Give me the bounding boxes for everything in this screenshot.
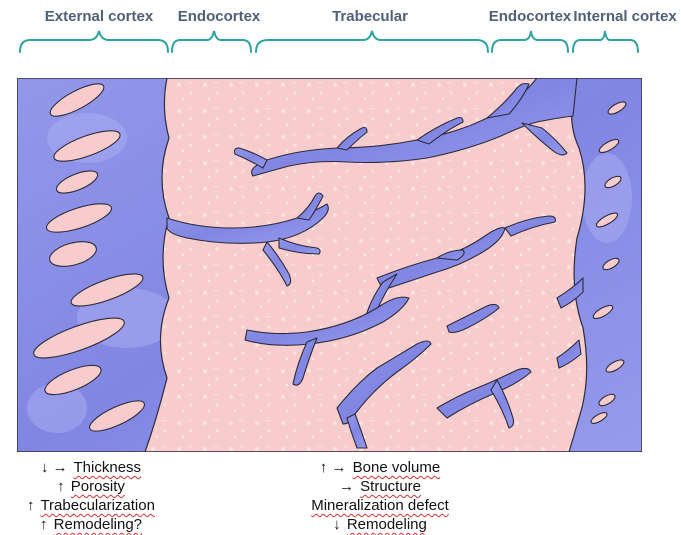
bracket-trabecular — [256, 31, 488, 52]
change-row: ↑ → Bone volume — [290, 458, 470, 477]
external-cortex-changes: ↓ → Thickness ↑ Porosity ↑ Trabeculariza… — [6, 458, 176, 534]
change-arrow: ↑ — [57, 478, 65, 495]
change-row: ↑ Remodeling? — [6, 515, 176, 534]
change-row: → Structure — [290, 477, 470, 496]
bracket-external-cortex — [20, 31, 168, 52]
change-term: Structure — [360, 478, 421, 495]
change-row: ↓ Remodeling — [290, 515, 470, 534]
trabecular-changes: ↑ → Bone volume → Structure Mineralizati… — [290, 458, 470, 534]
change-term: Porosity — [71, 478, 125, 495]
change-arrow: ↑ — [27, 497, 35, 514]
change-term: Thickness — [74, 459, 142, 476]
change-arrow: ↑ — [40, 516, 48, 533]
change-arrow: ↓ → — [41, 459, 68, 476]
change-term: Remodeling — [347, 516, 427, 533]
change-arrow: → — [339, 478, 354, 495]
bone-section-diagram — [17, 78, 642, 452]
change-term: Remodeling? — [54, 516, 142, 533]
region-brackets — [0, 0, 681, 60]
change-row: Mineralization defect — [290, 496, 470, 515]
bracket-endocortex-left — [172, 31, 251, 52]
change-term: Mineralization defect — [311, 497, 449, 514]
change-row: ↑ Trabecularization — [6, 496, 176, 515]
change-row: ↓ → Thickness — [6, 458, 176, 477]
change-term: Trabecularization — [40, 497, 155, 514]
bracket-endocortex-right — [492, 31, 568, 52]
change-arrow: ↑ → — [320, 459, 347, 476]
bracket-internal-cortex — [573, 31, 638, 52]
change-arrow: ↓ — [333, 516, 341, 533]
change-term: Bone volume — [353, 459, 441, 476]
change-row: ↑ Porosity — [6, 477, 176, 496]
